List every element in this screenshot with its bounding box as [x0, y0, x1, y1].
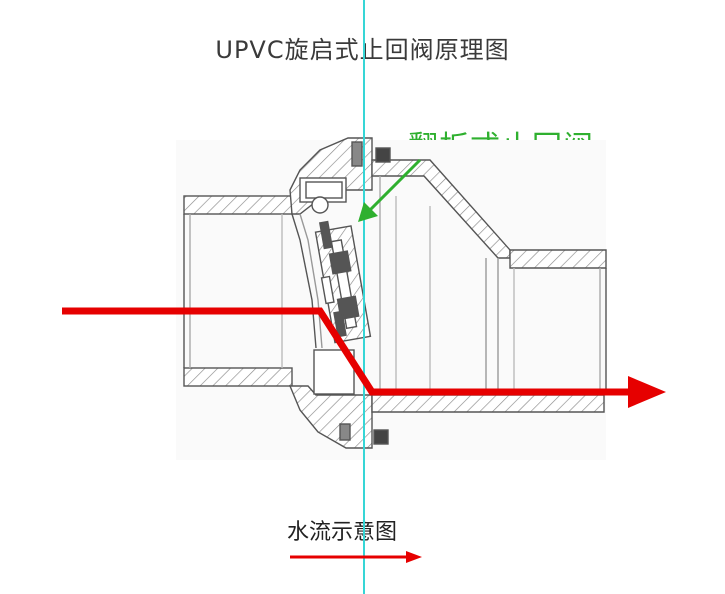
right-socket: [509, 249, 607, 395]
disc-bolts: [318, 220, 347, 338]
diagram-title: UPVC旋启式止回阀原理图: [215, 36, 510, 64]
callout-arrowhead: [358, 202, 378, 222]
bottom-bolt: [339, 423, 389, 445]
legend-arrowhead: [406, 551, 422, 563]
water-flow-path: [62, 307, 630, 396]
top-bolt: [351, 141, 391, 167]
seat: [291, 213, 323, 349]
flow-arrowhead: [628, 376, 666, 408]
housing: [371, 159, 605, 413]
legend-label: 水流示意图: [287, 520, 398, 545]
callout-arrow: [364, 158, 422, 216]
left-socket: [183, 195, 293, 387]
swing-disc: [314, 225, 372, 344]
